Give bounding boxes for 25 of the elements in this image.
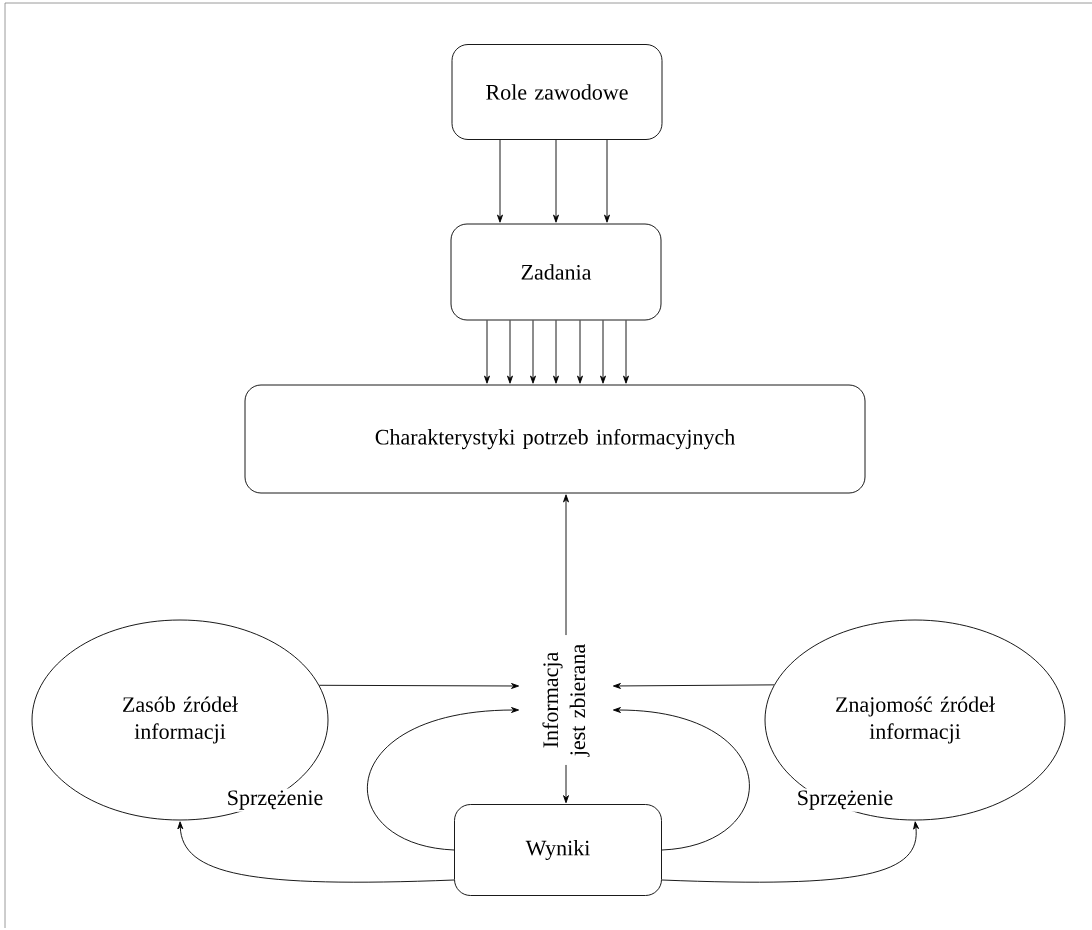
arrow	[661, 821, 920, 883]
arrow	[530, 320, 536, 384]
arrow	[604, 139, 610, 223]
arrow	[497, 139, 503, 223]
arrow	[623, 320, 629, 384]
arrow	[318, 683, 520, 689]
arrow	[553, 320, 559, 384]
arrow	[577, 320, 583, 384]
process-box: Role zawodowe	[451, 44, 663, 140]
arrow	[612, 707, 750, 851]
arrow	[553, 139, 559, 223]
edge-label: Sprzężenie	[224, 788, 326, 812]
arrow	[600, 320, 606, 384]
arrow	[484, 320, 490, 384]
arrow	[367, 707, 520, 851]
arrow	[177, 821, 455, 883]
process-box: Wyniki	[454, 804, 662, 896]
arrow	[563, 494, 569, 636]
rotated-text: Informacja jest zbierana	[542, 644, 590, 757]
arrow	[563, 764, 569, 804]
edge-label: Sprzężenie	[794, 788, 896, 812]
process-box: Charakterystyki potrzeb informacyjnych	[244, 384, 866, 494]
arrow	[507, 320, 513, 384]
arrow	[612, 683, 775, 689]
process-box: Zadania	[450, 223, 662, 321]
